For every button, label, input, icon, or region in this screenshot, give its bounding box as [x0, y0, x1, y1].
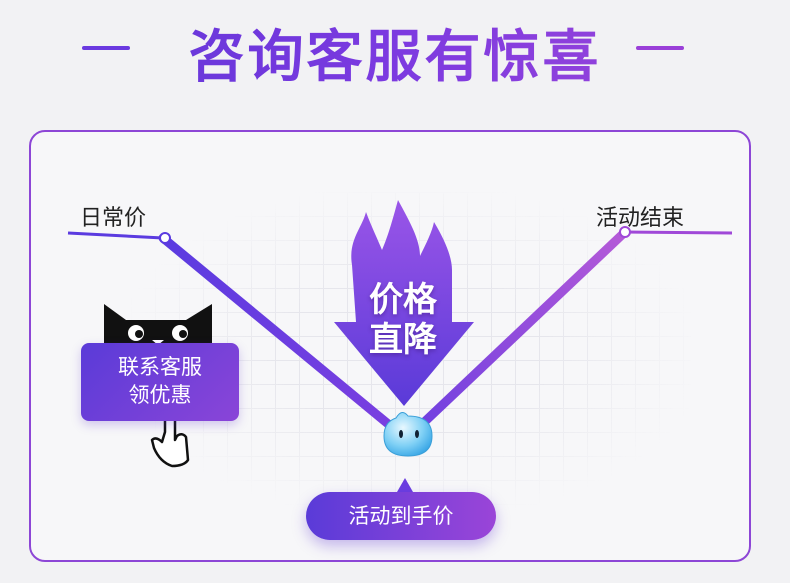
pointer-triangle	[397, 478, 413, 492]
daily-price-label: 日常价	[80, 206, 147, 231]
flame-arrow-icon	[334, 200, 474, 406]
badge-line-1: 价格	[369, 280, 437, 320]
header: 咨询客服有惊喜	[0, 0, 790, 100]
price-drop-badge: 价格 直降	[348, 280, 458, 360]
daily-price-node	[159, 232, 171, 244]
activity-end-node	[619, 226, 631, 238]
mascot-icon	[383, 412, 433, 457]
activity-end-label: 活动结束	[596, 206, 685, 231]
contact-service-button[interactable]: 联系客服 领优惠	[81, 343, 239, 421]
badge-line-2: 直降	[369, 320, 437, 360]
daily-price-tail	[67, 231, 164, 240]
contact-button-line-1: 联系客服	[118, 355, 202, 379]
title-decoration-left	[82, 46, 130, 50]
title-decoration-right	[636, 46, 684, 50]
contact-button-line-2: 领优惠	[128, 383, 192, 407]
cat-logo-icon	[104, 304, 212, 346]
activity-end-tail	[624, 230, 733, 235]
price-recover-line	[413, 227, 630, 433]
price-drop-line	[158, 233, 398, 433]
page-title: 咨询客服有惊喜	[0, 12, 790, 93]
activity-price-button[interactable]: 活动到手价	[306, 492, 496, 540]
